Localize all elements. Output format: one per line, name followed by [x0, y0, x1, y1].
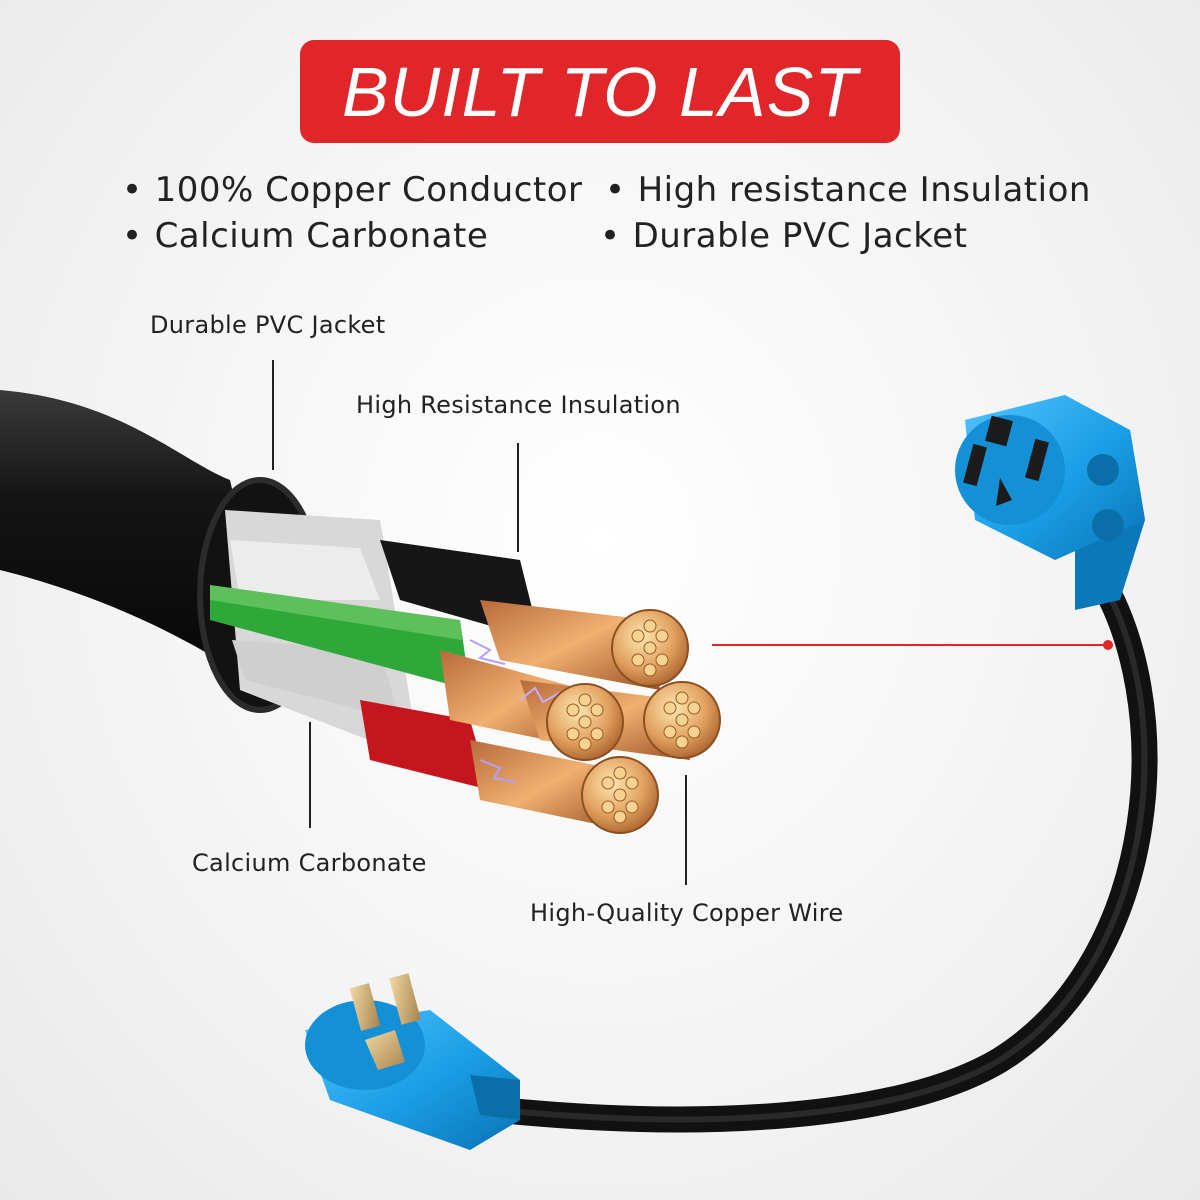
banner-title: BUILT TO LAST	[341, 52, 859, 131]
cable-loop	[487, 557, 1158, 1133]
red-wire	[360, 700, 490, 790]
callout-lines	[272, 360, 687, 885]
callout-calcium-carbonate: Calcium Carbonate	[192, 849, 427, 877]
male-plug	[305, 973, 520, 1150]
feature-copper-conductor: •100% Copper Conductor	[122, 170, 583, 210]
callout-insulation: High Resistance Insulation	[356, 391, 681, 419]
feature-calcium-carbonate: •Calcium Carbonate	[122, 216, 489, 256]
callout-pvc-jacket: Durable PVC Jacket	[150, 311, 386, 339]
green-wire	[210, 585, 470, 690]
receptacle-plug	[955, 395, 1145, 610]
callout-copper-wire: High-Quality Copper Wire	[530, 899, 844, 927]
feature-high-resistance-insulation: •High resistance Insulation	[605, 170, 1091, 210]
copper-callout-line	[712, 640, 1113, 650]
copper-conductor-ends	[546, 609, 721, 834]
title-banner: BUILT TO LAST	[300, 40, 900, 143]
feature-durable-pvc-jacket: •Durable PVC Jacket	[600, 216, 968, 256]
